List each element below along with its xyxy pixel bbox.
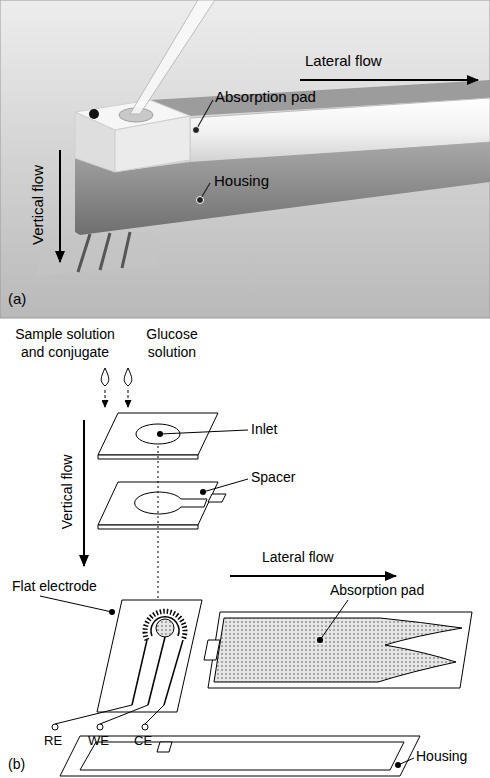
drop-arrow <box>105 390 106 407</box>
pipette <box>130 0 215 114</box>
cap-front <box>75 112 115 172</box>
absorption-pad <box>214 618 462 682</box>
flow-arrow <box>59 150 61 262</box>
leader-line <box>196 100 213 130</box>
lead-wire <box>55 705 132 724</box>
part-label: Housing <box>214 172 269 191</box>
panel-letter: (b) <box>8 756 25 774</box>
terminal <box>52 724 58 730</box>
housing-frame <box>60 736 420 776</box>
housing-block <box>157 742 172 752</box>
leader-line <box>320 600 348 640</box>
alignment-line <box>158 446 159 618</box>
flow-label: Vertical flow <box>59 455 77 530</box>
spacer-tab <box>208 494 226 502</box>
trace <box>164 640 183 705</box>
trace <box>148 637 165 705</box>
flow-arrow <box>230 575 396 577</box>
pin-label: CE <box>134 733 152 749</box>
input-label: Sample solution and conjugate <box>4 326 126 361</box>
electrode-reflection <box>35 232 160 276</box>
spacer-edge <box>98 525 198 529</box>
part-label: Housing <box>416 748 467 766</box>
counter-electrode <box>145 611 185 640</box>
leader-line <box>40 596 112 612</box>
leader-line <box>160 430 248 434</box>
reference-electrode <box>151 617 179 636</box>
part-label: Inlet <box>251 421 277 439</box>
cap-side <box>115 116 190 172</box>
input-label: Glucose solution <box>134 326 210 361</box>
flow-label: Vertical flow <box>29 165 48 245</box>
pin-label: RE <box>44 733 62 749</box>
terminal <box>97 724 103 730</box>
panel-letter: (a) <box>8 290 26 309</box>
electrode-strip <box>122 232 130 268</box>
part-label: Absorption pad <box>330 582 424 600</box>
lead-wire <box>100 705 148 724</box>
photo-background <box>0 0 490 318</box>
working-electrode <box>156 619 174 637</box>
drop <box>101 368 109 386</box>
flow-arrow <box>300 79 478 81</box>
electrode-strip <box>100 233 110 270</box>
terminal <box>142 724 148 730</box>
leader-dot <box>109 609 115 615</box>
spacer-plate <box>98 482 218 525</box>
inlet-plate <box>98 413 218 455</box>
part-label: Flat electrode <box>12 578 97 596</box>
electrode-plate <box>97 600 202 712</box>
trace <box>132 640 147 705</box>
leader-line <box>203 479 248 492</box>
inlet-hole <box>136 424 180 444</box>
flow-arrow <box>83 420 85 566</box>
drop <box>124 368 132 386</box>
inlet-edge <box>98 455 198 459</box>
leader-dot <box>197 197 204 204</box>
pin-label: WE <box>88 733 109 749</box>
screw <box>89 109 99 119</box>
part-label: Absorption pad <box>215 88 316 107</box>
leader-dot <box>193 127 200 134</box>
leader-dot <box>395 762 401 768</box>
housing-cavity <box>80 742 404 770</box>
spacer-cutout <box>135 492 207 514</box>
drop-arrow <box>128 390 129 407</box>
flow-label: Lateral flow <box>262 549 334 567</box>
part-label: Spacer <box>251 469 295 487</box>
flow-label: Lateral flow <box>305 52 382 71</box>
electrode-strip <box>78 234 90 272</box>
lead-wire <box>145 705 164 724</box>
pad-backing <box>208 612 472 688</box>
